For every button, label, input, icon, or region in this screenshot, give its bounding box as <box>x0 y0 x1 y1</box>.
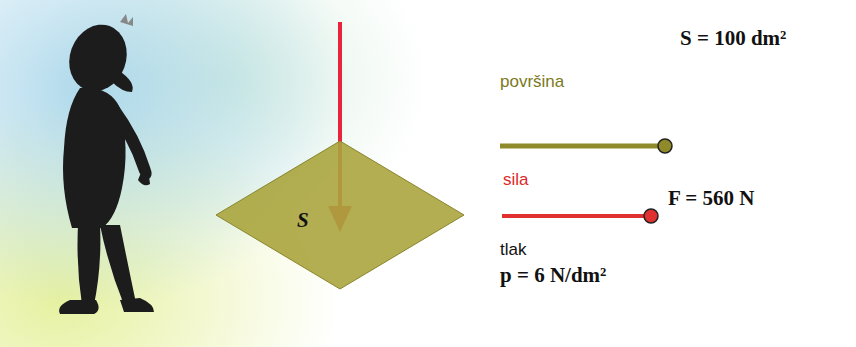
force-value: F = 560 N <box>668 186 754 211</box>
area-slider <box>500 139 672 153</box>
area-symbol: S <box>297 208 309 233</box>
pressure-label: tlak <box>500 240 526 260</box>
force-label: sila <box>503 170 529 190</box>
force-slider <box>502 209 658 223</box>
area-value: S = 100 dm² <box>680 26 786 51</box>
diamond-outline <box>215 140 465 290</box>
area-diamond: S <box>215 140 465 290</box>
area-label: površina <box>500 72 564 92</box>
pressure-value: p = 6 N/dm² <box>500 263 606 288</box>
person-silhouette <box>59 14 154 314</box>
diamond-shape <box>216 141 464 289</box>
